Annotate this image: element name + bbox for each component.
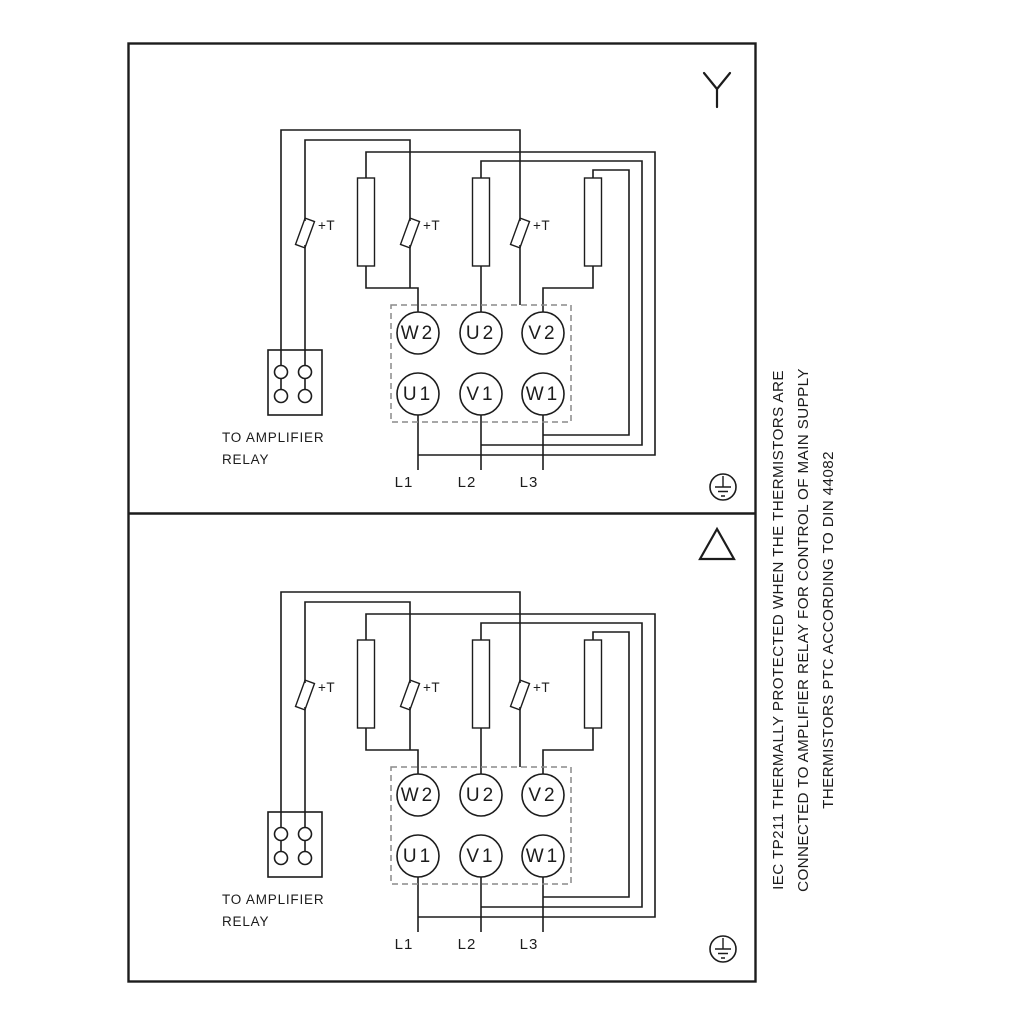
thermistor-label: +T [533,680,550,695]
thermistor-label: +T [533,218,550,233]
terminal-label-u1: U1 [403,846,433,867]
terminal-label-u2: U2 [466,323,496,344]
terminal-label-u1: U1 [403,384,433,405]
thermistor-label: +T [318,218,335,233]
sidebar-note: IEC TP211 THERMALLY PROTECTED WHEN THE T… [770,368,837,892]
supply-label-l1: L1 [395,936,414,953]
supply-label-l3: L3 [520,474,539,491]
terminal-label-w1: W1 [526,846,561,867]
terminal-label-w2: W2 [401,785,436,806]
terminal-label-v1: V1 [466,846,495,867]
sidebar-note-line2: CONNECTED TO AMPLIFIER RELAY FOR CONTROL… [795,368,812,892]
terminal-label-u2: U2 [466,785,496,806]
terminal-label-v2: V2 [528,785,557,806]
sidebar-note-line1: IEC TP211 THERMALLY PROTECTED WHEN THE T… [770,370,787,890]
amplifier-note-line1: TO AMPLIFIER [222,430,324,445]
terminal-label-w2: W2 [401,323,436,344]
supply-label-l2: L2 [458,474,477,491]
terminal-label-v1: V1 [466,384,495,405]
supply-label-l2: L2 [458,936,477,953]
terminal-label-v2: V2 [528,323,557,344]
supply-label-l1: L1 [395,474,414,491]
amplifier-note-line2: RELAY [222,914,269,929]
delta-icon [698,526,736,561]
terminal-label-w1: W1 [526,384,561,405]
thermistor-label: +T [318,680,335,695]
supply-label-l3: L3 [520,936,539,953]
star-icon [702,71,732,109]
panel-delta: W2 U2 V2 U1 V1 W1 L1 L2 L3 +T +T +T TO A… [222,526,737,963]
amplifier-note-line1: TO AMPLIFIER [222,892,324,907]
thermistor-label: +T [423,680,440,695]
sidebar-note-line3: THERMISTORS PTC ACCORDING TO DIN 44082 [820,451,837,809]
amplifier-note-line2: RELAY [222,452,269,467]
panel-star: W2 U2 V2 U1 V1 W1 L1 L2 L3 +T +T +T TO A… [222,71,737,501]
thermistor-label: +T [423,218,440,233]
